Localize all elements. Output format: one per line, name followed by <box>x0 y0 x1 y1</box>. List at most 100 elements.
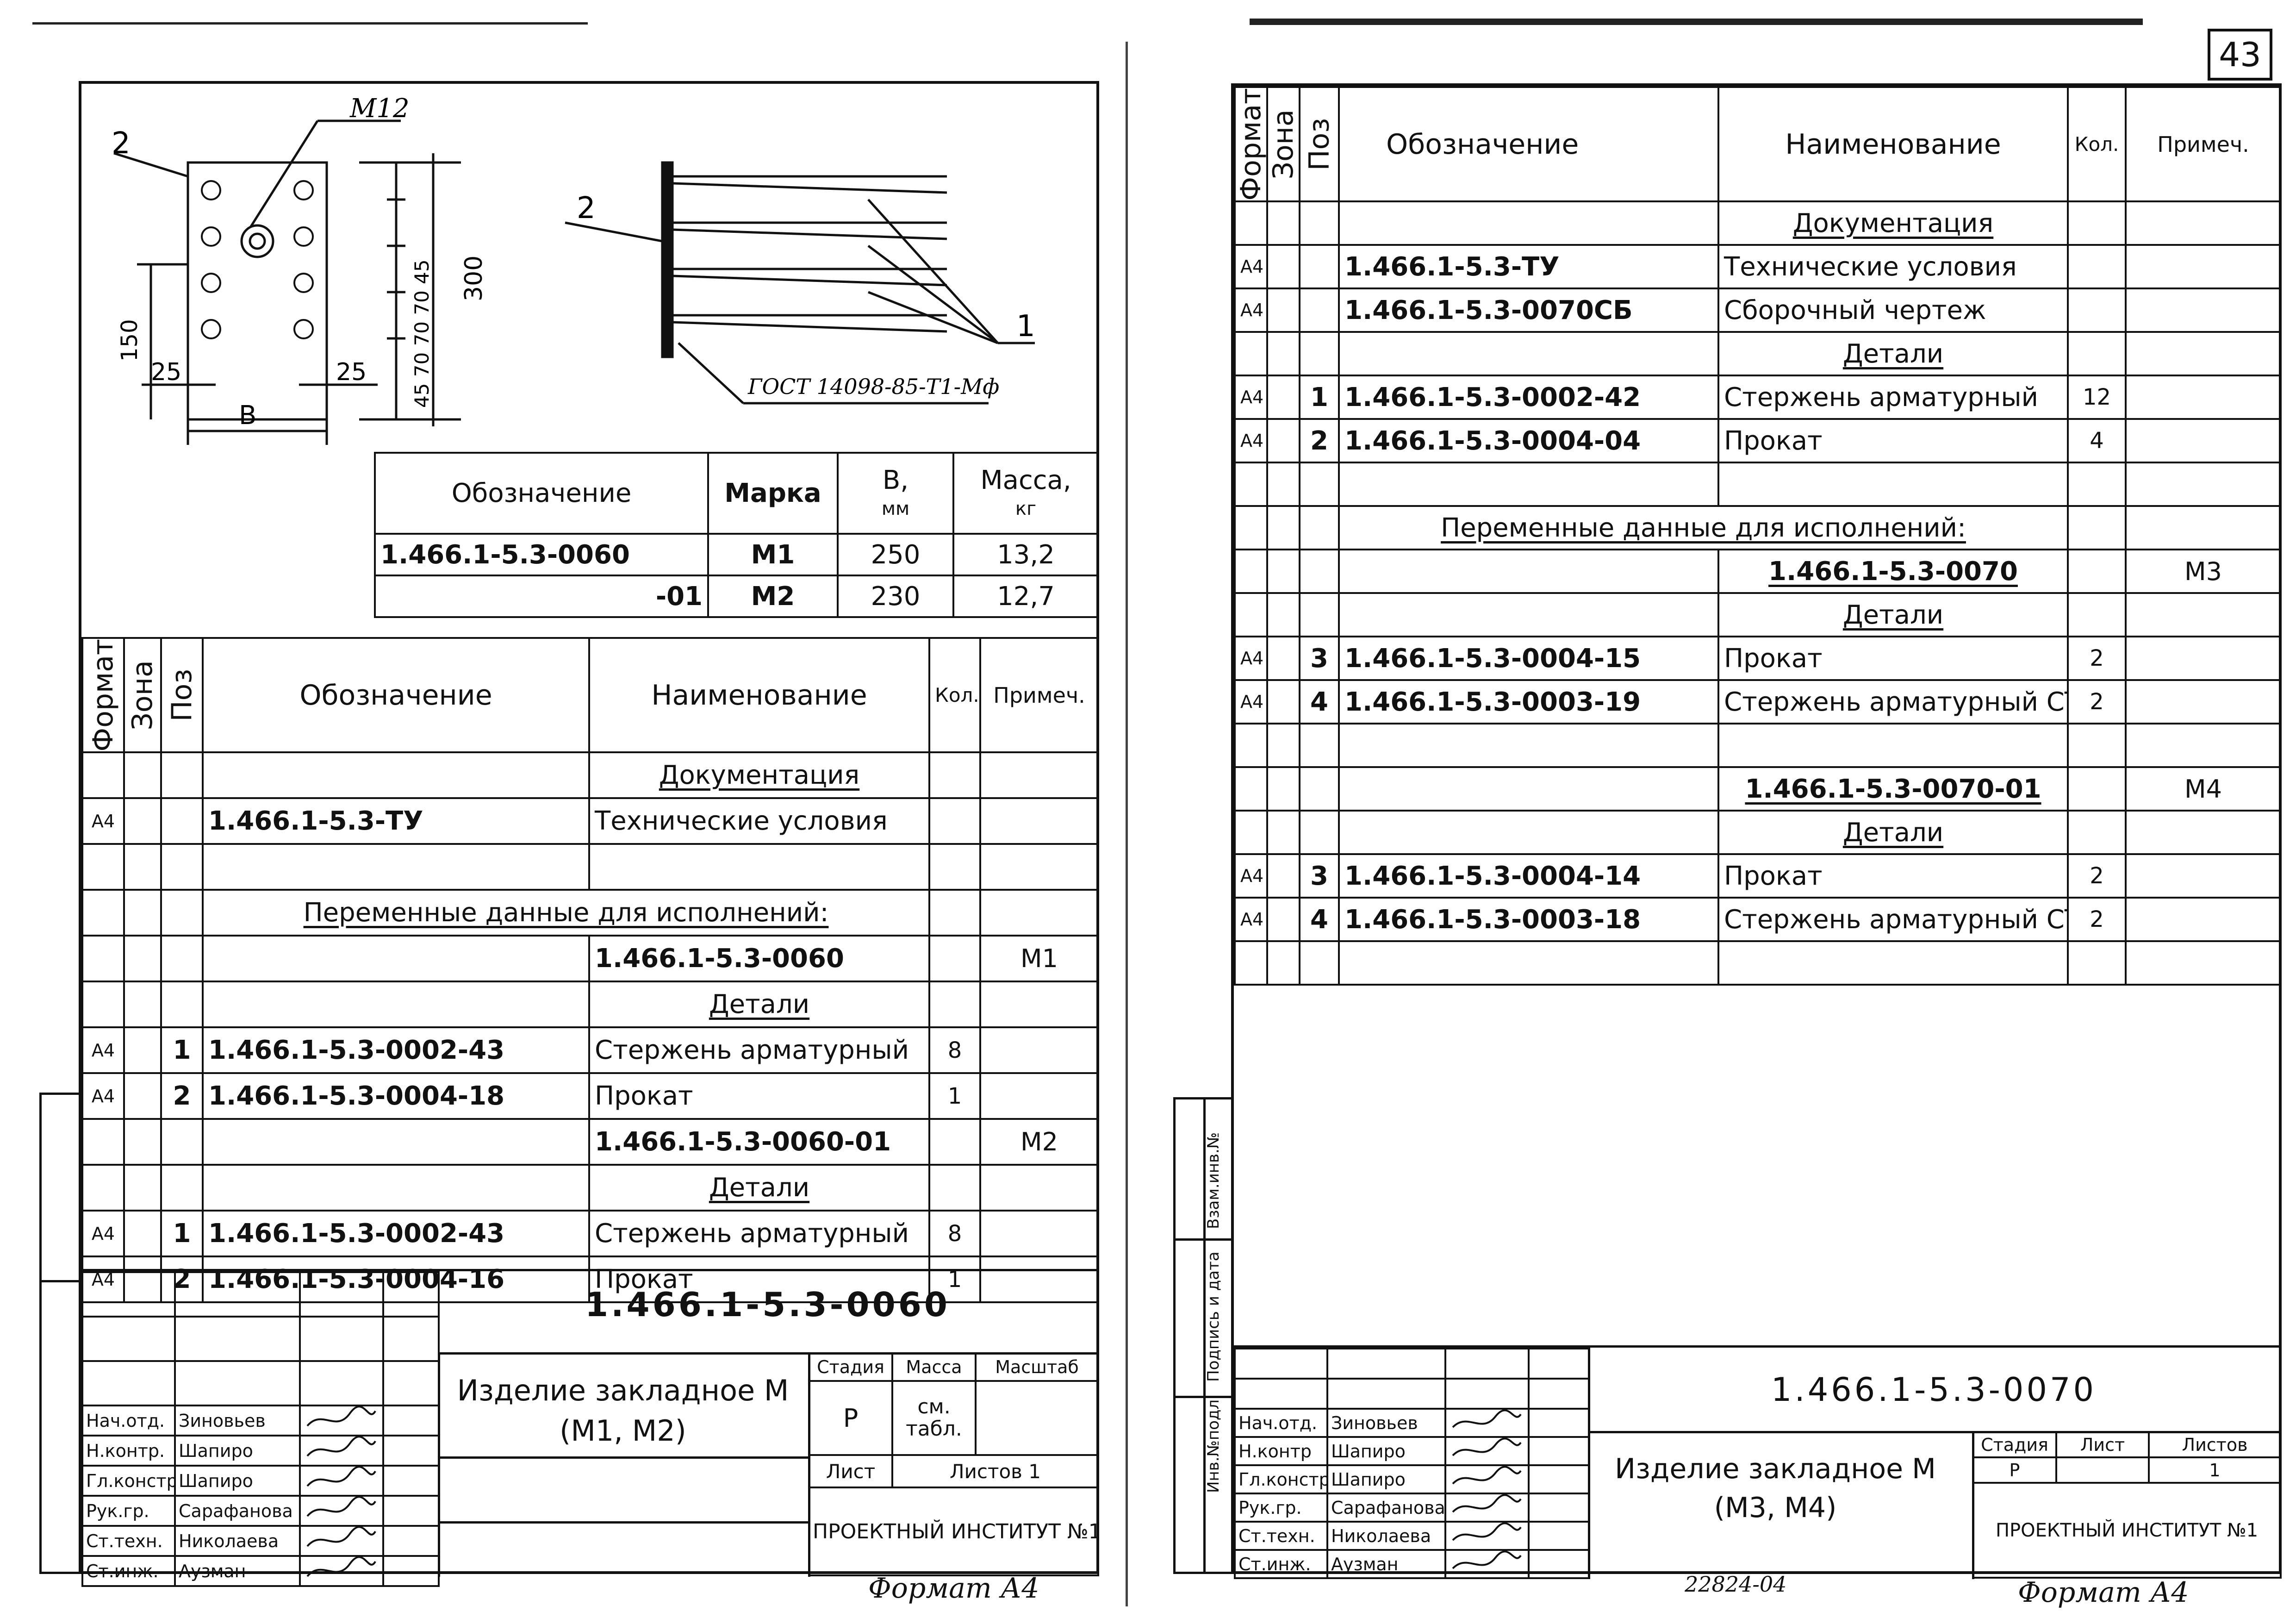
mass-label: Масса <box>891 1352 977 1382</box>
role-label: Рук.гр. <box>81 1495 176 1527</box>
sheets-label: Листов <box>2148 1431 2282 1458</box>
spec-row: Документация <box>1234 200 2282 246</box>
signature <box>1444 1521 1530 1551</box>
spec-cell-format: А4 <box>81 797 125 845</box>
signature <box>299 1555 384 1587</box>
role-label: Ст.техн. <box>1234 1521 1328 1551</box>
spec-cell-zone <box>1266 244 1300 290</box>
spec-cell-name: Прокат <box>1717 636 2069 681</box>
spec-cell-qty <box>928 751 981 800</box>
spec-cell-designation <box>202 981 590 1029</box>
mark-row-mass: 13,2 <box>952 533 1099 576</box>
spec-cell-designation <box>1338 462 1719 507</box>
mark-row: 1.466.1-5.3-0060 M1 250 13,2 <box>374 533 1099 576</box>
mark-row-mark: M1 <box>707 533 839 576</box>
spec-cell-note <box>2125 636 2282 681</box>
spec-cell-format <box>81 981 125 1029</box>
spec-cell-zone <box>1266 766 1300 812</box>
spec-cell-name <box>1717 462 2069 507</box>
spec-cell-zone <box>1266 853 1300 899</box>
signature-row: Ст.инж.Аузман <box>81 1555 440 1587</box>
right-sheet: Формат Зона Поз Обозначение Наименование… <box>1231 83 2282 1579</box>
date-cell <box>1528 1408 1590 1438</box>
spec-row <box>1234 940 2282 986</box>
spec-cell-name: Технические условия <box>1717 244 2069 290</box>
spec-cell-note <box>979 797 1099 845</box>
spec-row: Детали <box>81 1164 1099 1212</box>
spec-cell-qty <box>2067 723 2127 768</box>
spec-cell-format <box>1234 810 1268 856</box>
spec-cell-name: 1.466.1-5.3-0070 <box>1717 549 2069 594</box>
spec-cell-name: Стержень арматурный СТ19 <box>1717 897 2069 943</box>
role-label: Ст.инж. <box>1234 1549 1328 1579</box>
spec-cell-note <box>2125 418 2282 464</box>
spec-cell-zone <box>1266 200 1300 246</box>
spec-cell-format: А4 <box>1234 287 1268 333</box>
spec-cell-pos <box>1299 723 1340 768</box>
organization: ПРОЕКТНЫЙ ИНСТИТУТ №1 <box>808 1487 1099 1576</box>
spec-cell-format: А4 <box>1234 679 1268 725</box>
spec-cell-note <box>979 751 1099 800</box>
signature <box>299 1525 384 1557</box>
spec-cell-note <box>979 1255 1099 1304</box>
role-label: Ст.инж. <box>81 1555 176 1587</box>
spec-cell-qty <box>2067 200 2127 246</box>
person-name: Шапиро <box>174 1465 301 1497</box>
signature-row: Рук.гр.Сарафанова <box>81 1495 440 1527</box>
date-cell <box>1528 1549 1590 1579</box>
plate-side-view <box>661 161 674 358</box>
spec-cell-designation <box>1338 723 1719 768</box>
bottom-number: 22824-04 <box>1685 1572 1787 1597</box>
spec-cell-pos <box>160 1164 204 1212</box>
signature <box>299 1435 384 1467</box>
spec-cell-format <box>1234 505 1268 551</box>
spec-cell-format <box>1234 592 1268 638</box>
spec-cell-zone <box>1266 549 1300 594</box>
spec-cell-zone <box>1266 897 1300 943</box>
stage-label: Стадия <box>1972 1431 2057 1458</box>
spec-header-name: Наименование <box>588 637 930 754</box>
role-label: Ст.техн. <box>81 1525 176 1557</box>
date-cell <box>382 1495 440 1527</box>
sheets-label: Листов 1 <box>891 1454 1099 1488</box>
spec-cell-qty <box>2067 810 2127 856</box>
mark-header-mass: Масса,кг <box>952 452 1099 535</box>
specification-table: Формат Зона Поз Обозначение Наименование… <box>81 637 1099 1304</box>
spec-cell-format: А4 <box>81 1072 125 1120</box>
spec-cell-pos <box>1299 810 1340 856</box>
spec-cell-pos <box>1299 940 1340 986</box>
spec-cell-qty: 4 <box>2067 418 2127 464</box>
spec-cell-pos <box>1299 244 1340 290</box>
spec-cell-zone <box>123 981 162 1029</box>
spec-row <box>1234 723 2282 768</box>
part-name-line1: Изделие закладное М <box>457 1374 789 1407</box>
signature <box>299 1495 384 1527</box>
person-name: Шапиро <box>1326 1436 1446 1466</box>
role-label: Рук.гр. <box>1234 1493 1328 1523</box>
spec-cell-designation: 1.466.1-5.3-0002-42 <box>1338 375 1719 420</box>
spec-cell-designation <box>202 843 590 891</box>
date-cell <box>1528 1436 1590 1466</box>
spec-cell-note <box>2125 375 2282 420</box>
spec-cell-designation: 1.466.1-5.3-0004-15 <box>1338 636 1719 681</box>
spec-cell-pos <box>160 797 204 845</box>
spec-cell-note <box>2125 723 2282 768</box>
spec-cell-pos: 1 <box>1299 375 1340 420</box>
date-cell <box>382 1405 440 1437</box>
spec-cell-designation <box>202 751 590 800</box>
spec-cell-qty: 2 <box>2067 897 2127 943</box>
spec-cell-designation: 1.466.1-5.3-0002-43 <box>202 1026 590 1074</box>
mark-header-mark: Марка <box>707 452 839 535</box>
spec-cell-note <box>979 1164 1099 1212</box>
spec-cell-qty <box>2067 505 2127 551</box>
spec-cell-format <box>1234 723 1268 768</box>
spec-cell-name: Детали <box>588 1164 930 1212</box>
spec-cell-zone <box>123 751 162 800</box>
spec-header-qty: Кол. <box>2067 86 2127 203</box>
